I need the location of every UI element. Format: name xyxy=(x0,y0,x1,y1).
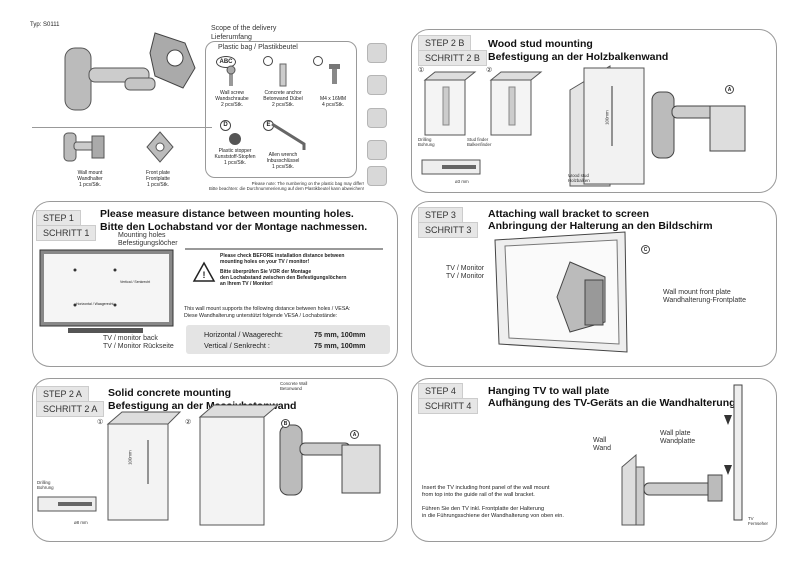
wall-screw-icon xyxy=(226,65,236,86)
step-number: ② xyxy=(486,67,493,74)
step-number: ① xyxy=(97,419,104,426)
part-letter: ABC xyxy=(216,56,236,68)
tool-level-icon xyxy=(367,140,387,160)
step-title: Bitte den Lochabstand vor der Montage na… xyxy=(100,221,368,233)
step-label: STEP 2 B xyxy=(418,35,472,51)
model-type: Typ: S0111 xyxy=(30,22,60,28)
tv-screen-diagram xyxy=(494,231,628,353)
wall-mount-small-illustration xyxy=(63,132,105,162)
step-title: Wood stud mounting xyxy=(488,38,593,50)
step-label: STEP 4 xyxy=(418,383,463,399)
drill-size: ø3 mm xyxy=(455,179,469,184)
tool-drill-icon xyxy=(367,108,387,128)
step-4-instructions: Insert the TV including front panel of t… xyxy=(422,485,564,520)
divider xyxy=(32,127,212,128)
two-persons-icon xyxy=(367,166,387,186)
parts-bag-box xyxy=(205,41,357,178)
part-letter: A xyxy=(350,430,359,439)
tv-back-diagram xyxy=(39,249,174,333)
divider xyxy=(185,248,383,250)
step-title: Anbringung der Halterung an den Bildschi… xyxy=(488,220,713,232)
drill-size: ø8 mm xyxy=(74,520,88,525)
drill-depth-diagram xyxy=(421,159,481,175)
inner-vertical-label: Vertical / Senkrecht xyxy=(120,280,151,284)
wall-stud-diagram xyxy=(423,71,543,136)
step-label: SCHRITT 2 B xyxy=(418,50,487,66)
part-marker xyxy=(263,56,273,66)
anchor-icon xyxy=(279,63,287,87)
tool-drill-bit-icon xyxy=(367,75,387,95)
vesa-info: This wall mount supports the following d… xyxy=(184,306,351,319)
concrete-wall-diagram-2 xyxy=(198,404,381,526)
bag-title: Plastic bag / Plastikbeutel xyxy=(218,44,298,51)
scope-note: Please note: The numbering on the plasti… xyxy=(209,181,364,192)
vesa-horizontal-label: Horizontal / Waagerecht: xyxy=(204,330,283,339)
warning-icon: ! xyxy=(192,261,216,282)
vesa-vertical-label: Vertical / Senkrecht : xyxy=(204,341,270,350)
step-label: STEP 3 xyxy=(418,207,463,223)
allen-wrench-icon xyxy=(271,122,306,150)
drill-depth-diagram xyxy=(37,496,97,512)
front-plate-small-illustration xyxy=(146,131,174,163)
tool-screwdriver-icon xyxy=(367,43,387,63)
wood-wall-diagram xyxy=(569,65,746,187)
step-title: Solid concrete mounting xyxy=(108,387,232,399)
bolt-icon xyxy=(329,64,340,84)
step-label: STEP 2 A xyxy=(36,386,89,402)
svg-text:!: ! xyxy=(203,270,206,280)
step-label: SCHRITT 1 xyxy=(36,225,97,241)
inner-horizontal-label: Horizontal / Waagerecht xyxy=(76,302,114,306)
hanging-diagram xyxy=(621,384,743,526)
wall-mount-illustration xyxy=(64,32,196,111)
part-marker xyxy=(313,56,323,66)
vesa-vertical-value: 75 mm, 100mm xyxy=(314,341,366,350)
step-title: Aufhängung des TV-Geräts an die Wandhalt… xyxy=(488,397,736,409)
step-title: Hanging TV to wall plate xyxy=(488,385,610,397)
step-number: ① xyxy=(418,67,425,74)
warning-text: Please check BEFORE installation distanc… xyxy=(220,253,347,288)
plastic-stopper-icon xyxy=(229,133,241,145)
step-number: ② xyxy=(185,419,192,426)
part-letter: D xyxy=(220,120,231,131)
step-label: SCHRITT 3 xyxy=(418,222,479,238)
step-title: Please measure distance between mounting… xyxy=(100,208,354,220)
dimension-label: 100mm xyxy=(604,110,610,125)
part-letter: C xyxy=(641,245,650,254)
vesa-table xyxy=(186,325,390,354)
concrete-wall-diagram-1 xyxy=(106,411,182,521)
step-title: Befestigung an der Holzbalkenwand xyxy=(488,51,669,63)
part-letter: A xyxy=(725,85,734,94)
step-label: SCHRITT 2 A xyxy=(36,401,105,417)
step-title: Attaching wall bracket to screen xyxy=(488,208,650,220)
vesa-horizontal-value: 75 mm, 100mm xyxy=(314,330,366,339)
step-label: SCHRITT 4 xyxy=(418,398,479,414)
part-letter: B xyxy=(281,419,290,428)
step-label: STEP 1 xyxy=(36,210,81,226)
dimension-label: 100mm xyxy=(127,450,133,465)
